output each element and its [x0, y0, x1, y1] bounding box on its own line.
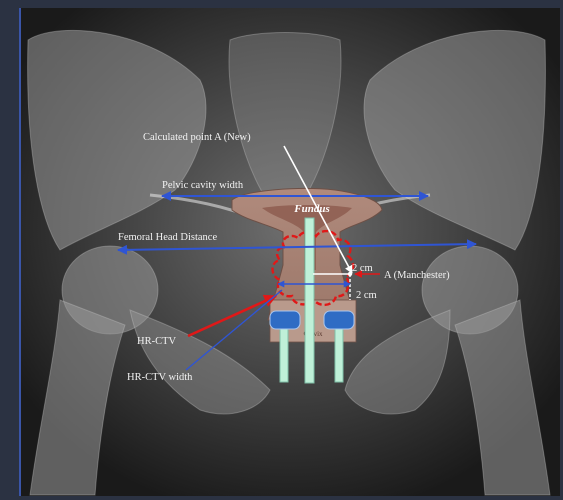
hr-ctv-width-label: HR-CTV width: [127, 372, 193, 383]
right-ovoid: [324, 311, 354, 329]
hr-ctv-label: HR-CTV: [137, 336, 177, 347]
point-a-manchester-label: A (Manchester): [384, 270, 450, 281]
tandem: [305, 218, 314, 383]
distance-horizontal-label: 2 cm: [352, 263, 373, 274]
distance-vertical-label: 2 cm: [356, 290, 377, 301]
point-a-new-label: Calculated point A (New): [143, 132, 251, 143]
femoral-head-distance-label: Femoral Head Distance: [118, 232, 217, 243]
fundus-label: Fundus: [293, 203, 329, 215]
left-ovoid: [270, 311, 300, 329]
pelvic-cavity-width-label: Pelvic cavity width: [162, 180, 244, 191]
